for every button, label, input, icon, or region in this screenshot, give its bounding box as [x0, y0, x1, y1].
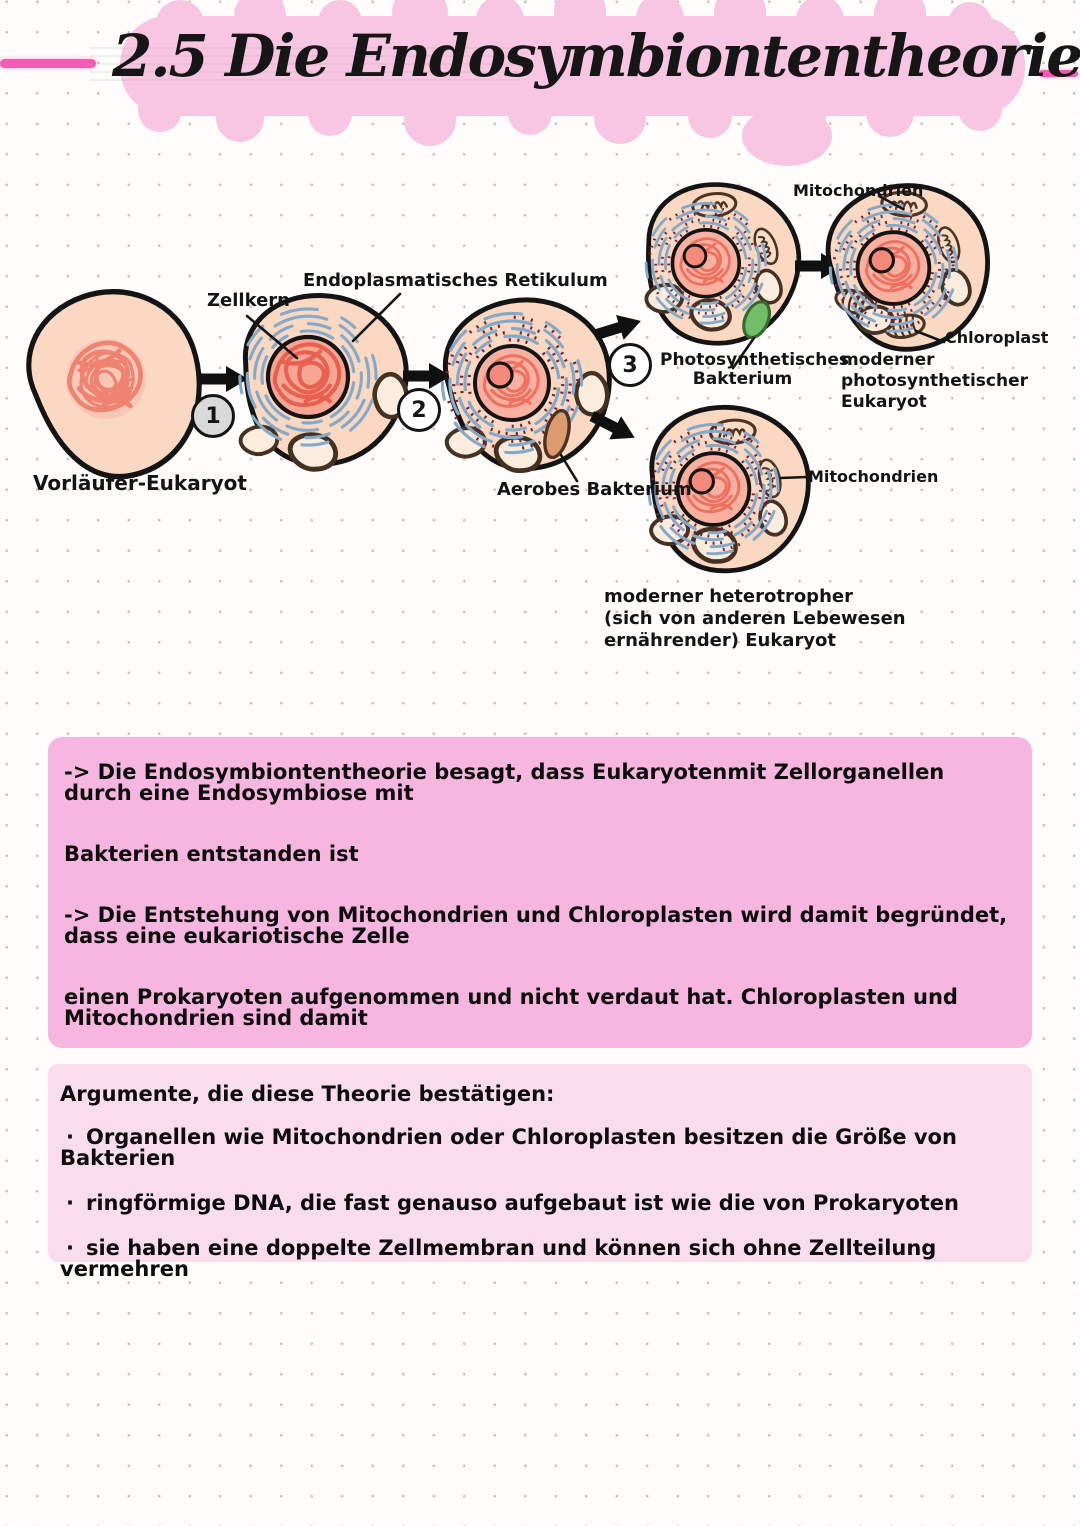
argument-item: · ringförmige DNA, die fast genauso aufge…: [60, 1193, 1018, 1214]
label-aerobes-bakterium: Aerobes Bakterium: [497, 479, 692, 500]
cell-eukaryot-mit-ribosomen: [420, 292, 618, 477]
leader-line-photo-bakterium: [731, 336, 756, 370]
ruled-lines: [90, 47, 520, 81]
leader-line-mitochondrien-top: [877, 194, 905, 211]
summary-line: Bakterien entstanden ist: [64, 842, 359, 866]
leader-line-aerobes: [559, 453, 579, 483]
argument-text: ringförmige DNA, die fast genauso aufgeb…: [85, 1191, 959, 1215]
arguments-heading: Argumente, die diese Theorie bestätigen:: [60, 1082, 555, 1106]
label-mitochondrien-top: Mitochondrien: [793, 181, 924, 200]
arguments-box: Argumente, die diese Theorie bestätigen:…: [48, 1064, 1032, 1280]
leader-lines: [245, 194, 946, 483]
argument-item: ·Organellen wie Mitochondrien oder Chlor…: [60, 1127, 1018, 1169]
title-decoration-line-right: [1039, 70, 1078, 77]
cell-eukaryot-mit-mitochondrien: [627, 173, 811, 356]
caption-line: Eukaryot: [841, 392, 927, 412]
argument-text: Organellen wie Mitochondrien oder Chloro…: [60, 1125, 957, 1170]
leader-line-mitochondrien-bottom: [779, 475, 808, 480]
bullet-dot: ·: [66, 1125, 74, 1149]
photosynthetisches-bakterium-shape: [742, 300, 772, 340]
caption-line: moderner: [841, 350, 935, 370]
caption-moderner-heterotropher-eukaryot: moderner heterotropher (sich von anderen…: [604, 586, 906, 652]
label-vorlaeufer-eukaryot: Vorläufer-Eukaryot: [33, 471, 247, 495]
bullet-dot: ·: [66, 1236, 74, 1260]
summary-line: -> Die Endosymbiontentheorie besagt, das…: [64, 760, 945, 805]
nucleus-shape: [66, 339, 146, 419]
leader-line-er: [351, 292, 402, 343]
cell-eukaryot-mit-zellkern-und-er: [223, 288, 414, 473]
argument-text: sie haben eine doppelte Zellmembran und …: [60, 1236, 937, 1281]
step-circle-1: 1: [191, 394, 235, 438]
nucleus-shape: [475, 346, 549, 420]
caption-line: moderner heterotropher: [604, 586, 853, 607]
summary-box: -> Die Endosymbiontentheorie besagt, das…: [48, 737, 1032, 1090]
argument-item: ·sie haben eine doppelte Zellmembran und…: [60, 1238, 1018, 1280]
endosymbiosis-diagram: [0, 0, 1080, 700]
label-line: Photosynthetisches: [660, 350, 850, 370]
title-decoration-line-left: [0, 59, 96, 68]
nucleus-shape: [268, 337, 348, 417]
summary-line: einen Prokaryoten aufgenommen und nicht …: [64, 985, 958, 1030]
label-endoplasmatisches-retikulum: Endoplasmatisches Retikulum: [303, 270, 608, 291]
label-zellkern: Zellkern: [207, 290, 290, 311]
caption-moderner-photosynthetischer-eukaryot: moderner photosynthetischer Eukaryot: [841, 350, 1028, 413]
step-circle-3: 3: [608, 343, 652, 387]
aerobes-bakterium-shape: [543, 408, 571, 460]
bullet-dot: ·: [66, 1191, 74, 1215]
leader-line-chloroplast: [914, 329, 946, 344]
vacuole-shape: [445, 425, 487, 460]
step-circle-2: 2: [397, 388, 441, 432]
nucleus-shape: [672, 230, 739, 297]
leader-line-zellkern: [245, 314, 299, 360]
summary-line: -> Die Entstehung von Mitochondrien und …: [64, 903, 1008, 948]
caption-line: (sich von anderen Lebewesen: [604, 608, 906, 629]
title-highlight-blob: [90, 0, 1025, 166]
label-chloroplast: Chloroplast: [945, 328, 1049, 347]
label-line: Bakterium: [692, 369, 793, 389]
label-photosynthetisches-bakterium: Photosynthetisches Bakterium: [660, 350, 850, 389]
label-mitochondrien-bottom: Mitochondrien: [808, 467, 939, 486]
page-title: 2.5 Die Endosymbiontentheorie: [112, 22, 1080, 90]
cell-vorlaeufer-eukaryot: [13, 272, 221, 494]
caption-line: photosynthetischer: [841, 371, 1028, 391]
caption-line: ernährender) Eukaryot: [604, 630, 837, 651]
nucleus-shape: [858, 232, 930, 304]
